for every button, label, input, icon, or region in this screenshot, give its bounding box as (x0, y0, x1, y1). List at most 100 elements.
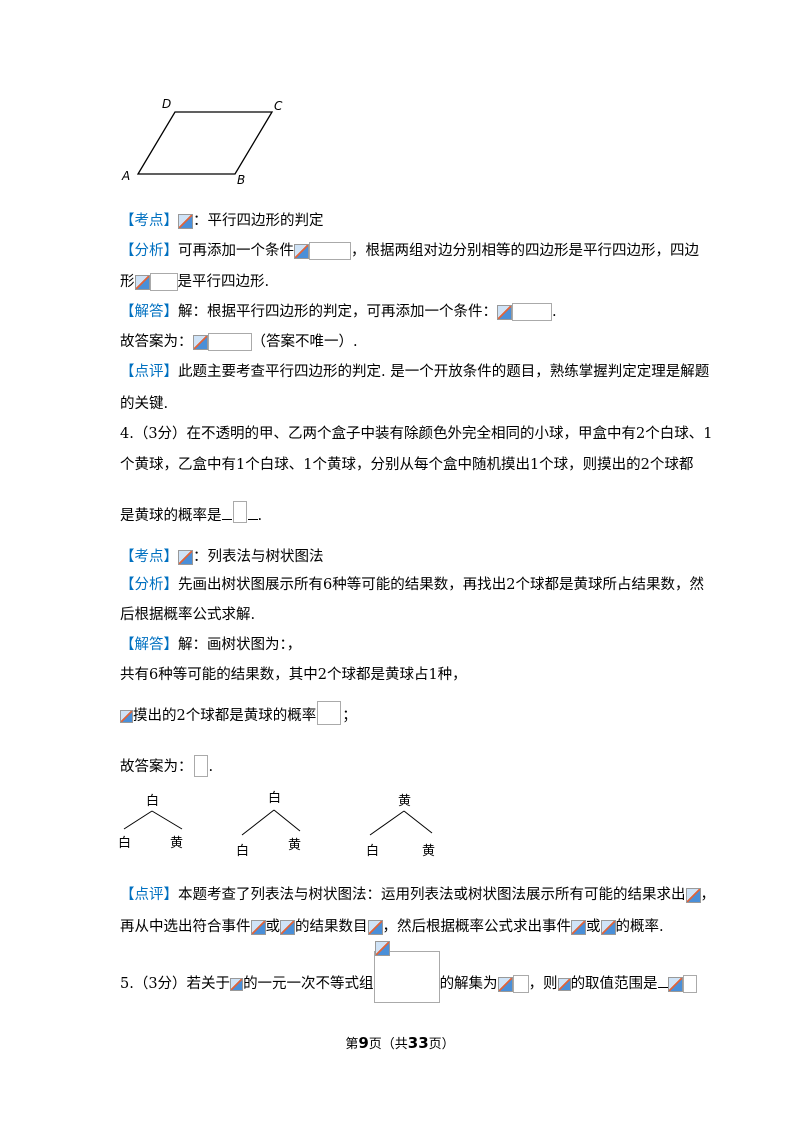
kaodian-tag: 【考点】 (120, 213, 178, 229)
formula-image-icon (280, 917, 295, 937)
formula-image-icon (667, 974, 697, 994)
dianping-text: 此题主要考查平行四边形的判定. 是一个开放条件的题目，熟练掌握判定定理是解题 (178, 364, 710, 380)
fraction-image-icon (232, 487, 248, 523)
answer-blank (221, 519, 232, 520)
q4-fenxi-line2: 后根据概率公式求解. (120, 605, 255, 625)
q3-dianping-line2: 的关键. (120, 394, 168, 414)
dianping-text: ，然后根据概率公式求出事件 (382, 919, 572, 935)
kaodian-tag: 【考点】 (120, 549, 178, 565)
q3-jieda-line: 【解答】解：根据平行四边形的判定，可再添加一个条件：. (120, 302, 557, 322)
fraction-image-icon (193, 741, 209, 777)
tree-leaf: 白 (366, 843, 379, 859)
tree-root: 白 (268, 790, 281, 806)
tree-leaf: 黄 (422, 844, 435, 859)
answer-label: 故答案为： (120, 334, 193, 350)
question-stem: 个黄球，乙盒中有1个白球、1个黄球，分别从每个盒中随机摸出1个球，则摸出的2个球… (120, 457, 694, 473)
vertex-label-d: D (162, 97, 171, 111)
prob-text: 摸出的2个球都是黄球的概率 (133, 708, 317, 724)
tree-3: 黄 白 黄 (366, 794, 435, 859)
dianping-text: 的概率. (615, 919, 664, 935)
fenxi-text: 形 (120, 274, 135, 290)
q4-result-line: 共有6种等可能的结果数，其中2个球都是黄球占1种， (120, 665, 467, 685)
answer-label: 故答案为： (120, 759, 193, 775)
q5-stem-line: 5.（3分）若关于的一元一次不等式组 的解集为 ，则的取值范围是 (120, 941, 697, 1003)
dianping-tag: 【点评】 (120, 364, 178, 380)
footer-text: 第 (345, 1037, 359, 1052)
formula-image-icon (230, 974, 244, 994)
tree-root: 白 (146, 793, 159, 809)
q3-dianping-line: 【点评】此题主要考查平行四边形的判定. 是一个开放条件的题目，熟练掌握判定定理是… (120, 362, 709, 382)
formula-image-icon (685, 885, 701, 905)
dianping-text: 本题考查了列表法与树状图法：运用列表法或树状图法展示所有可能的结果求出 (178, 887, 686, 903)
parallelogram-shape (136, 111, 274, 175)
therefore-image-icon (120, 706, 133, 726)
vertex-label-c: C (274, 99, 283, 113)
answer-blank (657, 987, 668, 988)
fenxi-tag: 【分析】 (120, 243, 178, 259)
formula-image-icon (178, 211, 193, 231)
dianping-text: 再从中选出符合事件 (120, 919, 251, 935)
semicolon: ； (342, 708, 357, 724)
period: . (208, 759, 214, 775)
q4-stem-line2: 个黄球，乙盒中有1个白球、1个黄球，分别从每个盒中随机摸出1个球，则摸出的2个球… (120, 455, 693, 475)
jieda-text: 解：画树状图为：， (178, 637, 302, 653)
dianping-text: 或 (265, 919, 281, 935)
formula-image-icon (600, 917, 616, 937)
fenxi-text: 可再添加一个条件 (178, 243, 294, 259)
q4-stem-line1: 4.（3分）在不透明的甲、乙两个盒子中装有除颜色外完全相同的小球，甲盒中有2个白… (120, 424, 713, 444)
period: . (552, 304, 557, 320)
fraction-image-icon (316, 687, 342, 727)
formula-image-icon (557, 974, 571, 994)
parallelogram-figure: D C A B (121, 97, 283, 187)
fenxi-text: ，根据两组对边分别相等的四边形是平行四边形，四边 (351, 243, 699, 259)
jieda-tag: 【解答】 (120, 304, 178, 320)
q3-fenxi-line: 【分析】可再添加一个条件 ，根据两组对边分别相等的四边形是平行四边形，四边 (120, 241, 699, 261)
tree-leaf: 黄 (288, 838, 301, 853)
question-stem: 的取值范围是 (570, 976, 658, 992)
footer-text: 页（共 (368, 1037, 408, 1052)
tree-2: 白 白 黄 (236, 790, 301, 859)
kaodian-text: ：平行四边形的判定 (193, 213, 324, 229)
question-stem: 5.（3分）若关于 (120, 976, 231, 992)
period: . (257, 508, 263, 524)
tree-leaf: 黄 (170, 836, 183, 851)
tree-1: 白 白 黄 (118, 793, 183, 851)
formula-image-icon (192, 332, 252, 352)
q4-stem-line3: 是黄球的概率是. (120, 501, 263, 526)
jieda-tag: 【解答】 (120, 637, 178, 653)
comma: ， (700, 887, 716, 903)
question-stem: ，则 (528, 976, 558, 992)
q4-answer-line: 故答案为：. (120, 755, 214, 777)
kaodian-text: ：列表法与树状图法 (193, 549, 324, 565)
q3-fenxi-line2: 形是平行四边形. (120, 272, 269, 292)
tree-diagram: 白 白 黄 白 白 黄 黄 白 黄 (118, 790, 435, 859)
formula-image-icon (571, 917, 586, 937)
question-stem: 的解集为 (439, 976, 498, 992)
page-number: 9 (358, 1034, 369, 1052)
tree-leaf: 白 (118, 835, 131, 851)
fenxi-tag: 【分析】 (120, 577, 178, 593)
dianping-text: 的结果数目 (295, 919, 368, 935)
answer-note: （答案不唯一）. (251, 334, 358, 350)
dianping-tag: 【点评】 (120, 887, 178, 903)
formula-image-icon (294, 241, 351, 261)
dianping-text: 或 (586, 919, 601, 935)
formula-image-icon (367, 917, 383, 937)
q3-kaodian-line: 【考点】 ：平行四边形的判定 (120, 211, 324, 231)
answer-blank (247, 519, 258, 520)
jieda-text: 解：根据平行四边形的判定，可再添加一个条件： (178, 304, 497, 320)
dianping-text: 的关键. (120, 396, 169, 412)
footer-text: 页） (428, 1037, 455, 1052)
formula-image-icon (497, 302, 552, 322)
formula-image-icon (250, 917, 266, 937)
q4-kaodian-line: 【考点】 ：列表法与树状图法 (120, 547, 324, 567)
q4-jieda-line: 【解答】解：画树状图为：， (120, 635, 301, 655)
result-text: 共有6种等可能的结果数，其中2个球都是黄球占1种， (120, 667, 467, 683)
question-stem: 的一元一次不等式组 (243, 976, 374, 992)
vertex-label-a: A (121, 169, 130, 183)
inequality-system-image-icon (373, 941, 440, 1003)
page-footer: 第9页（共33页） (0, 1033, 800, 1052)
q4-dianping-line2: 再从中选出符合事件或的结果数目，然后根据概率公式求出事件或的概率. (120, 917, 664, 937)
question-stem: 4.（3分）在不透明的甲、乙两个盒子中装有除颜色外完全相同的小球，甲盒中有2个白… (120, 426, 713, 442)
formula-image-icon (134, 272, 178, 292)
